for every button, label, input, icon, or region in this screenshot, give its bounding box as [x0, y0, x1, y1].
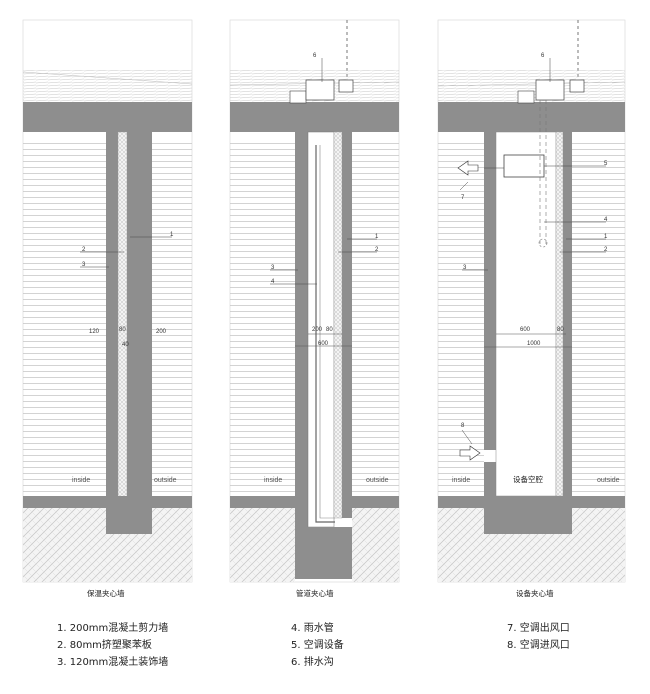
- legend-item-4: 4. 雨水管: [291, 621, 334, 634]
- dim-80: 80: [557, 327, 564, 333]
- callout-2: 2: [604, 247, 608, 253]
- drain-channel: [305, 79, 335, 101]
- callout-1: 1: [170, 232, 174, 238]
- dim-80: 80: [119, 327, 126, 333]
- legend-item-6: 6. 排水沟: [291, 655, 334, 668]
- panel-caption: 保温夹心墙: [87, 588, 125, 598]
- legend-item-8: 8. 空调进风口: [507, 638, 570, 651]
- outside-label: outside: [366, 477, 389, 484]
- dim-600: 600: [520, 327, 531, 333]
- panel-pipe-wall: 6 1 2 3 4 200 80 600 inside outside 管道夹心…: [229, 19, 400, 598]
- callout-1: 1: [604, 234, 608, 240]
- inside-label: inside: [72, 477, 90, 484]
- decorative-wall: [106, 132, 118, 498]
- roof-layer: [23, 70, 192, 102]
- panel-insulated-wall: 1 2 3 120 80 40 200 inside outside 保温夹心墙: [22, 19, 193, 598]
- legend-item-3: 3. 120mm混凝土装饰墙: [57, 655, 168, 668]
- interior-siding: [23, 140, 106, 495]
- dim-200: 200: [156, 329, 167, 335]
- legend-item-7: 7. 空调出风口: [507, 621, 570, 634]
- concrete-slab: [23, 102, 192, 132]
- callout-2: 2: [82, 247, 86, 253]
- callout-1: 1: [375, 234, 379, 240]
- dim-1000: 1000: [527, 341, 541, 347]
- dim-200: 200: [312, 327, 323, 333]
- rain-pipe: [315, 145, 335, 523]
- outside-label: outside: [154, 477, 177, 484]
- panel-caption: 设备夹心墙: [516, 588, 554, 598]
- callout-2: 2: [375, 247, 379, 253]
- callout-8: 8: [461, 423, 465, 429]
- equipment-cavity: [495, 131, 557, 497]
- callout-6: 6: [313, 53, 317, 59]
- callout-3: 3: [82, 262, 86, 268]
- floor-slab: [23, 496, 192, 508]
- shear-wall: [127, 132, 152, 498]
- inlet-arrow-icon: [459, 445, 481, 461]
- legend-item-2: 2. 80mm挤塑聚苯板: [57, 638, 152, 651]
- dim-120: 120: [89, 329, 100, 335]
- cavity-label: 设备空腔: [513, 474, 543, 484]
- inside-label: inside: [452, 477, 470, 484]
- callout-4: 4: [271, 279, 275, 285]
- exterior-siding: [152, 140, 192, 495]
- dim-600: 600: [318, 341, 329, 347]
- dim-40: 40: [122, 342, 129, 348]
- panel-caption: 管道夹心墙: [296, 588, 334, 598]
- outlet-arrow-icon: [457, 160, 479, 176]
- panel-equipment-wall: 6 5 7 4 1 2 3 8 600 80 1000 inside outsi…: [437, 19, 626, 598]
- inside-label: inside: [264, 477, 282, 484]
- dim-80: 80: [326, 327, 333, 333]
- callout-3: 3: [463, 265, 467, 271]
- outside-label: outside: [597, 477, 620, 484]
- callout-6: 6: [541, 53, 545, 59]
- ac-unit: [503, 154, 545, 178]
- callout-3: 3: [271, 265, 275, 271]
- legend-item-1: 1. 200mm混凝土剪力墙: [57, 621, 168, 634]
- callout-5: 5: [604, 161, 608, 167]
- callout-4: 4: [604, 217, 608, 223]
- insulation-board: [117, 131, 128, 499]
- legend-item-5: 5. 空调设备: [291, 638, 344, 651]
- callout-7: 7: [461, 195, 465, 201]
- legend: 1. 200mm混凝土剪力墙 2. 80mm挤塑聚苯板 3. 120mm混凝土装…: [57, 621, 570, 668]
